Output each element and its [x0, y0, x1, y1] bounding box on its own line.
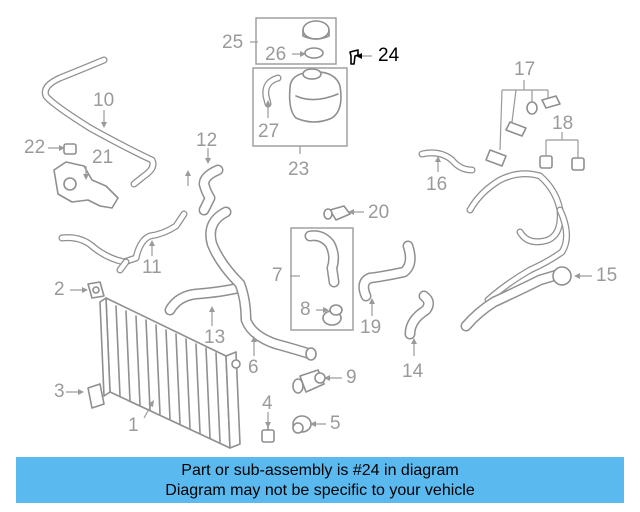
callout-12: 12 [196, 130, 218, 151]
callout-21: 21 [92, 147, 114, 168]
banner-line-disclaimer: Diagram may not be specific to your vehi… [165, 482, 475, 499]
callout-20: 20 [368, 202, 390, 223]
parts-diagram [41, 17, 592, 449]
part-10-pipe [41, 56, 157, 188]
part-17-parts [485, 95, 561, 167]
part-15-hose [460, 170, 572, 332]
part-6-hose [205, 206, 317, 361]
part-14-hose [404, 290, 435, 340]
callout-4: 4 [262, 393, 273, 414]
part-19-hose [358, 240, 416, 302]
callout-14: 14 [402, 361, 424, 382]
callout-22: 22 [24, 137, 46, 158]
callout-19: 19 [360, 317, 382, 338]
cap-seal-ring [304, 47, 324, 59]
box-7-hose [304, 230, 340, 288]
callout-26: 26 [265, 44, 287, 65]
part-11-hose [58, 210, 188, 274]
callout-13: 13 [204, 327, 226, 348]
callout-5: 5 [330, 413, 341, 434]
reservoir-hose [262, 74, 282, 108]
callout-18: 18 [552, 113, 574, 134]
banner-line-part: Part or sub-assembly is #24 in diagram [181, 462, 459, 479]
callout-23: 23 [288, 159, 310, 180]
callout-17: 17 [514, 59, 536, 80]
part-16-hose [418, 149, 476, 174]
callout-16: 16 [426, 174, 448, 195]
callout-3: 3 [54, 381, 65, 402]
cap-assembly-box [255, 17, 337, 65]
part-2-bracket [87, 281, 105, 299]
part-5-fitting [292, 415, 312, 434]
part-1-radiator [99, 297, 241, 449]
part-13-hose [164, 282, 244, 316]
callout-1: 1 [128, 415, 139, 436]
callout-15: 15 [596, 265, 618, 286]
info-banner: Part or sub-assembly is #24 in diagram D… [16, 457, 624, 503]
callout-10: 10 [93, 90, 115, 111]
part-22-sensor [63, 143, 77, 155]
part-9-fitting [292, 369, 326, 394]
reservoir-cap [302, 20, 330, 40]
part-12-hose [198, 164, 224, 216]
part-20-fitting [323, 205, 351, 221]
callout-8: 8 [300, 299, 311, 320]
part-24-clip [349, 49, 359, 65]
callout-2: 2 [54, 279, 65, 300]
callout-25: 25 [222, 32, 244, 53]
callout-6: 6 [248, 357, 259, 378]
hose-assembly-box [290, 227, 354, 331]
part-21-flange [53, 161, 119, 209]
part-18-clips [539, 155, 585, 171]
callout-24: 24 [378, 45, 400, 66]
callout-27: 27 [258, 121, 280, 142]
callout-7: 7 [272, 265, 283, 286]
coolant-reservoir [288, 68, 342, 123]
leader-lines [48, 41, 592, 428]
part-3-bracket [87, 383, 105, 409]
callout-9: 9 [346, 367, 357, 388]
callout-11: 11 [142, 257, 162, 278]
part-8-fitting [322, 304, 343, 326]
